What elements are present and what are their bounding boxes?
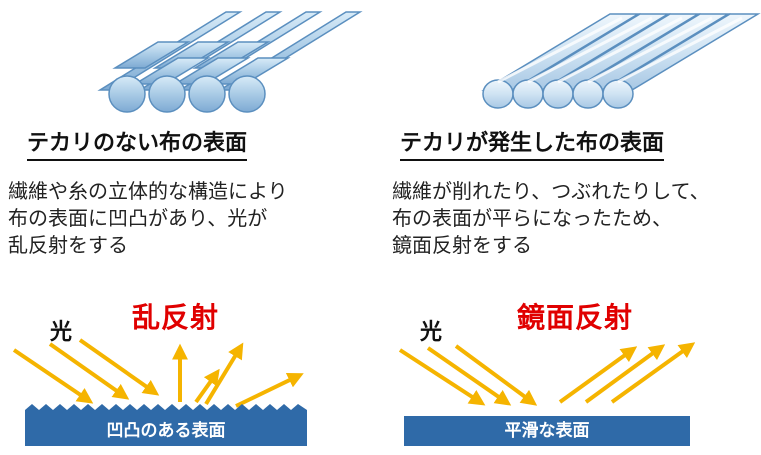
description-line: 繊維や糸の立体的な構造により bbox=[8, 179, 288, 203]
specular-reflection-title: 鏡面反射 bbox=[517, 301, 634, 334]
rough-surface-bumps bbox=[25, 404, 307, 418]
diffuse-panel: テカリのない布の表面 繊維や糸の立体的な構造により 布の表面に凹凸があり、光が … bbox=[0, 0, 380, 455]
diffuse-heading: テカリのない布の表面 bbox=[27, 131, 248, 161]
diffuse-rays bbox=[12, 338, 304, 408]
incident-ray bbox=[426, 346, 512, 406]
description-line: 繊維が削れたり、つぶれたりして、 bbox=[392, 179, 710, 203]
diffuse-reflection-title: 乱反射 bbox=[132, 301, 220, 334]
incident-ray bbox=[12, 348, 94, 404]
incident-ray bbox=[78, 338, 160, 396]
light-label: 光 bbox=[420, 320, 443, 345]
reflected-ray bbox=[610, 342, 696, 404]
reflected-ray bbox=[194, 368, 220, 404]
reflected-ray bbox=[204, 342, 244, 406]
reflected-ray bbox=[235, 372, 304, 408]
description-line: 鏡面反射をする bbox=[392, 233, 532, 257]
specular-panel: テカリが発生した布の表面 繊維が削れたり、つぶれたりして、 布の表面が平らになっ… bbox=[380, 0, 761, 455]
incident-ray bbox=[454, 344, 538, 406]
smooth-surface: 平滑な表面 bbox=[404, 416, 690, 446]
reflected-ray bbox=[558, 346, 638, 404]
description-line: 布の表面に凹凸があり、光が bbox=[8, 206, 268, 230]
light-label: 光 bbox=[50, 320, 73, 345]
description-line: 布の表面が平らになったため、 bbox=[392, 206, 672, 230]
diffuse-description: 繊維や糸の立体的な構造により 布の表面に凹凸があり、光が 乱反射をする bbox=[8, 178, 288, 259]
specular-heading: テカリが発生した布の表面 bbox=[400, 131, 665, 161]
incident-ray bbox=[48, 342, 130, 400]
rough-fabric-illustration bbox=[97, 11, 363, 113]
specular-rays bbox=[398, 342, 696, 406]
rough-surface: 凹凸のある表面 bbox=[25, 416, 307, 446]
specular-description: 繊維が削れたり、つぶれたりして、 布の表面が平らになったため、 鏡面反射をする bbox=[392, 178, 710, 259]
flat-fabric-illustration bbox=[481, 13, 761, 109]
reflected-ray bbox=[584, 344, 666, 404]
incident-ray bbox=[398, 348, 486, 406]
description-line: 乱反射をする bbox=[8, 233, 128, 257]
